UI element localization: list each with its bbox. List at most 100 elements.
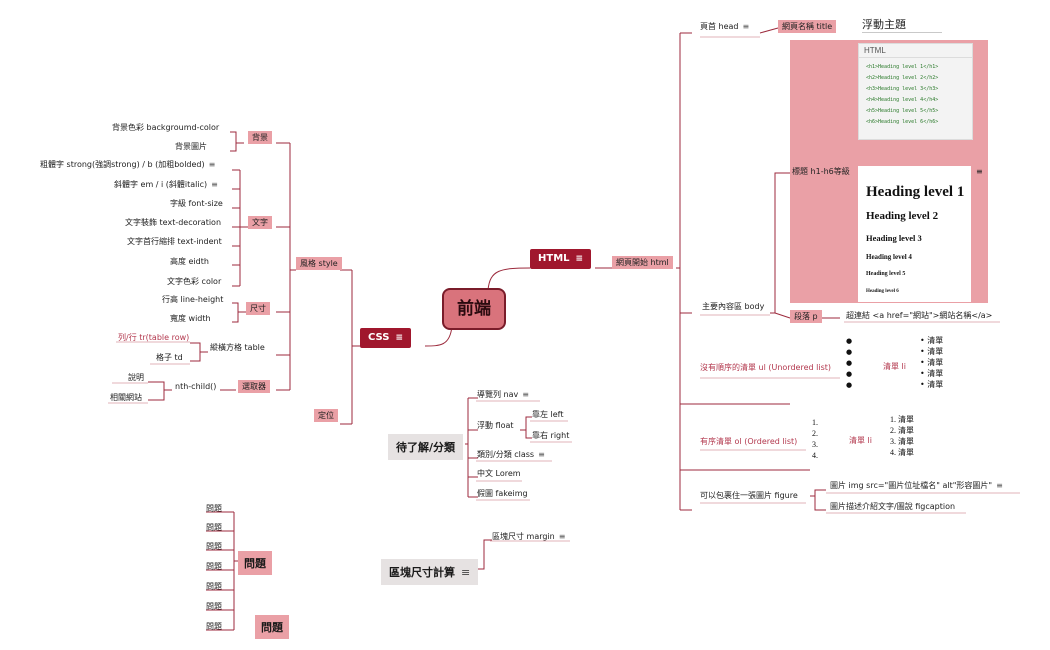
note-icon: ≡	[976, 167, 983, 176]
margin-node[interactable]: 區塊尺寸 margin≡	[492, 531, 565, 542]
list-item: • 清單	[920, 380, 944, 389]
heading-preview: Heading level 1 Heading level 2 Heading …	[858, 166, 971, 302]
bg-color-node[interactable]: 背景色彩 backgroumd-color	[112, 123, 220, 132]
box-title: 區塊尺寸計算	[389, 566, 455, 579]
position-node[interactable]: 定位	[314, 409, 338, 422]
style-node[interactable]: 風格 style	[296, 257, 342, 270]
selector-site-node[interactable]: 相關網站	[110, 393, 142, 402]
ul-li-node[interactable]: 清單 li	[883, 362, 906, 371]
html-main-topic[interactable]: HTML≡	[530, 249, 592, 269]
bullet: ●	[846, 370, 853, 378]
body-node[interactable]: 主要內容區 body	[702, 302, 765, 311]
td-node[interactable]: 格子 td	[156, 353, 183, 362]
nth-child-node[interactable]: nth-child()	[175, 382, 217, 391]
question-topic-2[interactable]: 問題	[255, 615, 289, 639]
font-size-node[interactable]: 字級 font-size	[170, 199, 223, 208]
bg-image-node[interactable]: 背景圖片	[175, 142, 207, 151]
line-height-node[interactable]: 行高 line-height	[162, 295, 224, 304]
bold-node[interactable]: 粗體字 strong(強調strong) / b (加粗bolded)≡	[40, 159, 215, 170]
code-line: <h1>Heading level 1</h1>	[866, 64, 939, 70]
figcaption-node[interactable]: 圖片描述介紹文字/圖說 figcaption	[830, 502, 956, 511]
table-node[interactable]: 縱橫方格 table	[210, 343, 265, 352]
italic-node[interactable]: 斜體字 em / i (斜體italic)≡	[114, 179, 218, 190]
question-topic[interactable]: 問題	[238, 551, 272, 575]
html-start-node[interactable]: 網頁開始 html	[612, 256, 673, 269]
todo-main-topic[interactable]: 待了解/分類	[388, 434, 464, 460]
note-icon: ≡	[395, 333, 404, 343]
fakeimg-node[interactable]: 假圖 fakeimg	[477, 489, 528, 498]
list-item: • 清單	[920, 347, 944, 356]
question-item[interactable]: 問題	[206, 582, 222, 591]
italic-label: 斜體字 em / i (斜體italic)	[114, 180, 208, 189]
code-line: <h4>Heading level 4</h4>	[866, 97, 939, 103]
ol-number: 1.	[812, 418, 818, 427]
nav-label: 導覽列 nav	[477, 390, 519, 399]
preview-h6: Heading level 6	[866, 289, 899, 294]
list-item: 4. 清單	[890, 448, 914, 457]
code-line: <h5>Heading level 5</h5>	[866, 108, 939, 114]
css-main-topic[interactable]: CSS ≡	[360, 328, 412, 348]
decoration-node[interactable]: 文字裝飾 text-decoration	[125, 218, 222, 227]
ol-li-node[interactable]: 清單 li	[849, 436, 872, 445]
head-node[interactable]: 頁首 head≡	[700, 21, 749, 32]
selector-desc-node[interactable]: 說明	[128, 373, 144, 382]
code-line: <h6>Heading level 6</h6>	[866, 119, 939, 125]
class-node[interactable]: 類別/分類 class≡	[477, 449, 545, 460]
right-node[interactable]: 靠右 right	[532, 431, 570, 440]
color-node[interactable]: 文字色彩 color	[167, 277, 222, 286]
code-header: HTML	[859, 44, 972, 58]
text-node[interactable]: 文字	[248, 216, 272, 229]
preview-h2: Heading level 2	[866, 210, 939, 222]
question-item[interactable]: 問題	[206, 523, 222, 532]
width-node[interactable]: 寬度 width	[170, 314, 211, 323]
ol-number: 3.	[812, 440, 818, 449]
css-title: CSS	[368, 332, 390, 343]
ul-node[interactable]: 沒有順序的清單 ul (Unordered list)	[700, 363, 831, 372]
dimension-node[interactable]: 尺寸	[246, 302, 270, 315]
link-node[interactable]: 超連結 <a href="網站">網站名稱</a>	[846, 311, 993, 320]
list-item: • 清單	[920, 358, 944, 367]
note-icon: ≡	[742, 22, 750, 31]
box-main-topic[interactable]: 區塊尺寸計算≡	[381, 559, 479, 585]
code-line: <h2>Heading level 2</h2>	[866, 75, 939, 81]
margin-label: 區塊尺寸 margin	[492, 532, 555, 541]
note-icon: ≡	[208, 160, 216, 169]
selector-node[interactable]: 選取器	[238, 380, 270, 393]
lorem-node[interactable]: 中文 Lorem	[477, 469, 521, 478]
left-node[interactable]: 靠左 left	[532, 410, 564, 419]
html-title: HTML	[538, 253, 570, 264]
bullet: ●	[846, 348, 853, 356]
head-label: 頁首 head	[700, 22, 739, 31]
tr-node[interactable]: 列/行 tr(table row)	[118, 333, 190, 342]
background-node[interactable]: 背景	[248, 131, 272, 144]
bullet: ●	[846, 381, 853, 389]
question-item[interactable]: 問題	[206, 542, 222, 551]
list-item: 3. 清單	[890, 437, 914, 446]
ol-node[interactable]: 有序清單 ol (Ordered list)	[700, 437, 798, 446]
list-item: • 清單	[920, 336, 944, 345]
note-icon: ≡	[558, 532, 566, 541]
height-node[interactable]: 高度 eidth	[170, 257, 209, 266]
figure-node[interactable]: 可以包裹住一張圖片 figure	[700, 491, 798, 500]
img-node[interactable]: 圖片 img src="圖片位址檔名" alt"形容圖片"≡	[830, 480, 1003, 491]
p-node[interactable]: 段落 p	[790, 310, 822, 323]
root-node[interactable]: 前端	[442, 288, 506, 330]
float-node[interactable]: 浮動 float	[477, 421, 514, 430]
link-root-css	[424, 325, 453, 347]
question-item[interactable]: 問題	[206, 622, 222, 631]
title-tag-node[interactable]: 網頁名稱 title	[778, 20, 837, 33]
preview-h4: Heading level 4	[866, 253, 912, 261]
question-item[interactable]: 問題	[206, 562, 222, 571]
indent-node[interactable]: 文字首行縮排 text-indent	[127, 237, 222, 246]
bullet: ●	[846, 359, 853, 367]
list-item: 1. 清單	[890, 415, 914, 424]
bullet: ●	[846, 337, 853, 345]
question-item[interactable]: 問題	[206, 504, 222, 513]
question-item[interactable]: 問題	[206, 602, 222, 611]
ol-numbers: 1. 2. 3. 4.	[812, 417, 818, 461]
headings-label[interactable]: 標題 h1-h6等級	[792, 167, 850, 176]
floating-topic[interactable]: 浮動主題	[862, 16, 942, 33]
list-item: 2. 清單	[890, 426, 914, 435]
nav-node[interactable]: 導覽列 nav≡	[477, 389, 529, 400]
